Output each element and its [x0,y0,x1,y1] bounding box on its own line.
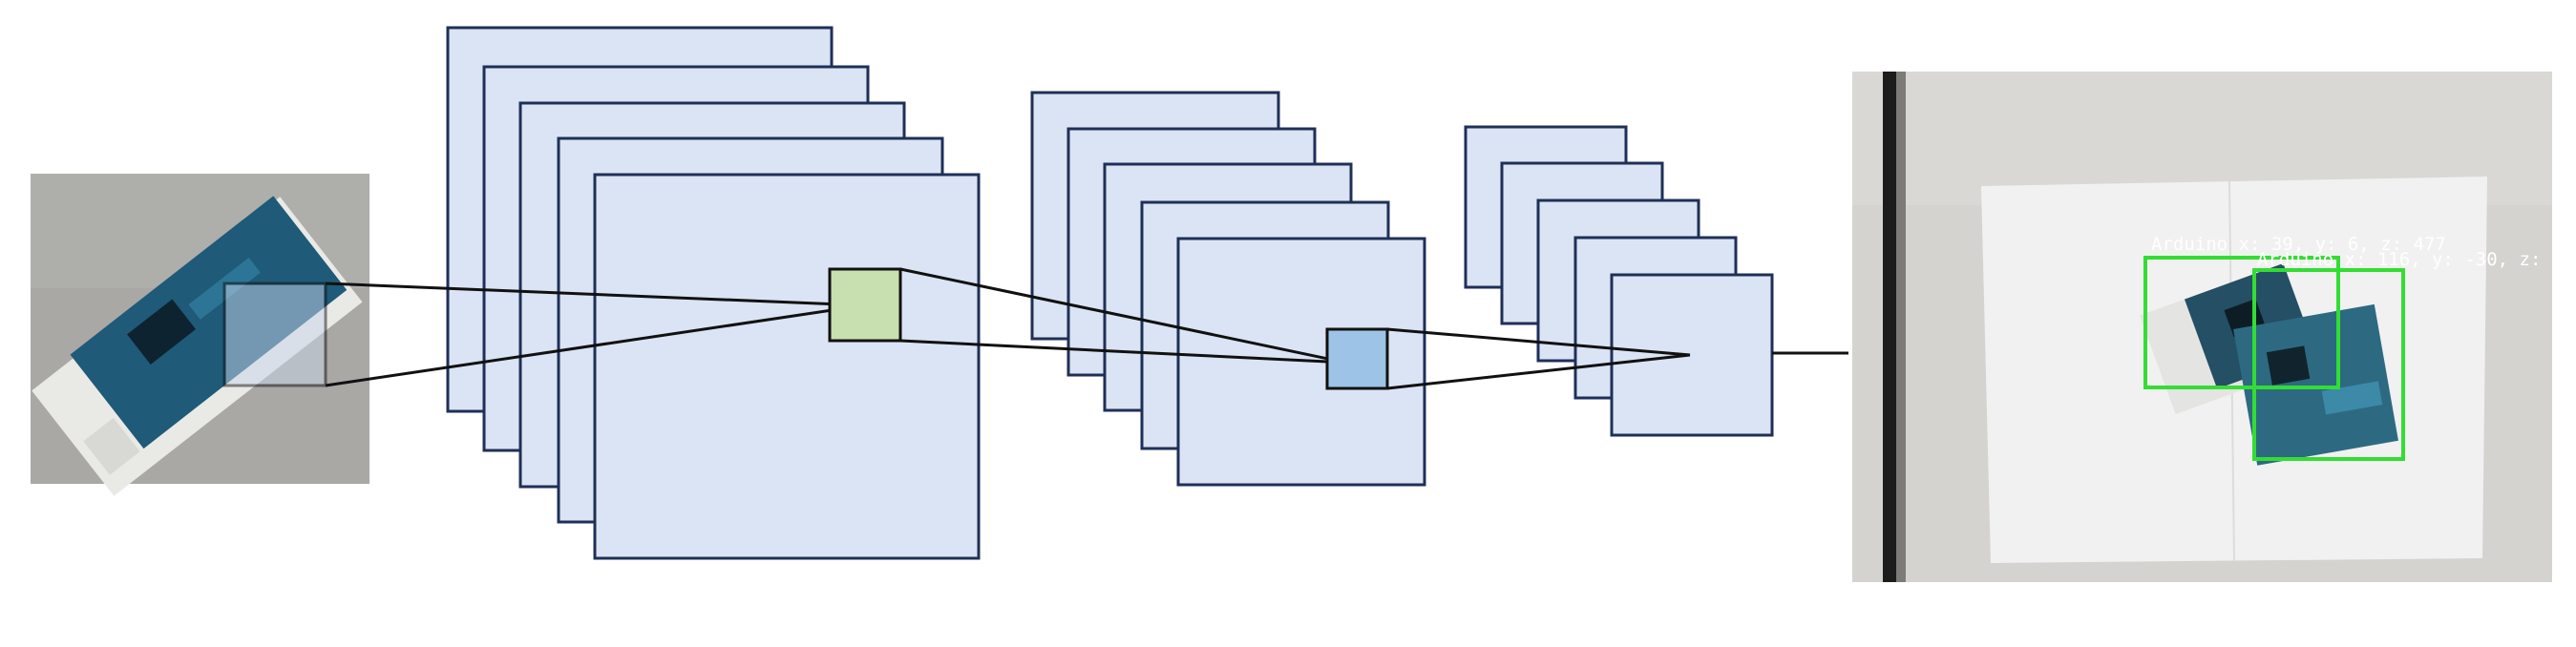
detection-box [2143,256,2340,389]
detection-box [2252,268,2405,461]
output-image: Arduino x: 39, y: 6, z: 477 Arduino x: 1… [1852,72,2576,582]
feature-map [593,173,981,560]
input-receptive-field [222,282,327,387]
input-image [31,174,370,496]
conv-block-2 [1030,91,1426,487]
connector-lines [325,267,1848,390]
detection-label: Arduino x: 39, y: 6, z: 477 [2151,234,2446,255]
detection-label: Arduino x: 116, y: -30, z: 457 [2257,249,2576,270]
filter-square-blue [1325,327,1389,390]
feature-map [1610,273,1774,437]
conv-block-1 [446,26,981,560]
conv-block-3 [1464,125,1774,437]
filter-square-green [828,267,902,343]
